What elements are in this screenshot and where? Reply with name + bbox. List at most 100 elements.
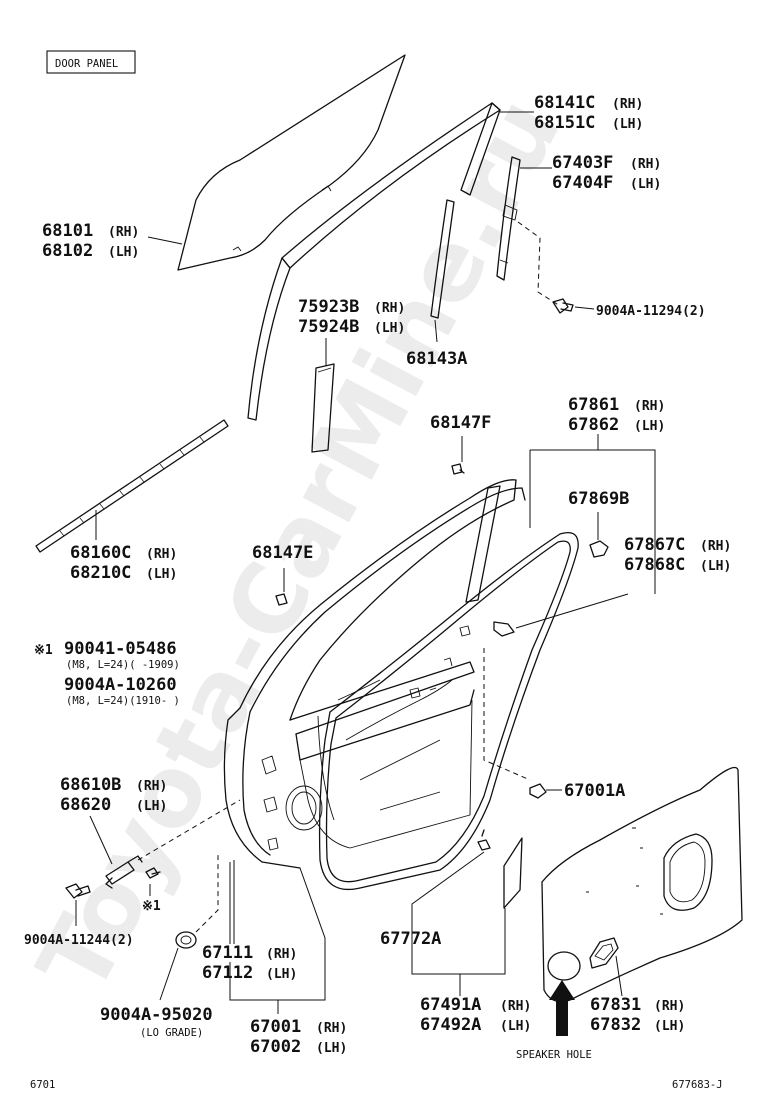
svg-text:9004A-95020: 9004A-95020 bbox=[100, 1005, 213, 1025]
svg-text:67001: 67001 bbox=[250, 1017, 301, 1037]
svg-text:(LH): (LH) bbox=[634, 419, 665, 434]
svg-text:68160C: 68160C bbox=[70, 543, 131, 563]
svg-text:※1: ※1 bbox=[34, 643, 53, 658]
pocket-67491a bbox=[503, 837, 523, 909]
svg-text:67002: 67002 bbox=[250, 1037, 301, 1057]
dash-67001a bbox=[483, 648, 531, 781]
svg-text:67861: 67861 bbox=[568, 395, 619, 415]
svg-text:68610B: 68610B bbox=[60, 775, 121, 795]
svg-text:(RH): (RH) bbox=[374, 301, 405, 316]
leader-9004a-11294 bbox=[574, 306, 595, 310]
label-67861: 67861 (RH) 67862 (LH) bbox=[568, 395, 665, 435]
label-67831: 67831 (RH) 67832 (LH) bbox=[590, 995, 685, 1035]
clip-67869b bbox=[589, 540, 609, 558]
svg-text:(RH): (RH) bbox=[108, 225, 139, 240]
garnish-75923b bbox=[311, 363, 335, 453]
svg-text:(RH): (RH) bbox=[654, 999, 685, 1014]
svg-text:67831: 67831 bbox=[590, 995, 641, 1015]
svg-text:(LH): (LH) bbox=[700, 559, 731, 574]
door-panel-header: DOOR PANEL bbox=[46, 50, 136, 74]
run-channel-frame bbox=[247, 102, 501, 421]
svg-text:9004A-10260: 9004A-10260 bbox=[64, 675, 177, 695]
label-75923b: 75923B (RH) 75924B (LH) bbox=[298, 297, 405, 337]
clip-68147e bbox=[275, 593, 288, 606]
leader-68143a bbox=[434, 319, 438, 343]
fastener-67001a bbox=[529, 783, 547, 799]
label-68610b: 68610B (RH) 68620 (LH) bbox=[60, 775, 167, 815]
svg-text:(RH): (RH) bbox=[316, 1021, 347, 1036]
svg-text:(M8, L=24)( -1909): (M8, L=24)( -1909) bbox=[66, 659, 180, 671]
leader-68610b bbox=[89, 815, 113, 865]
label-9004a-95020: 9004A-95020 (LO GRADE) bbox=[100, 1005, 213, 1039]
bracket-67001 bbox=[229, 862, 326, 1001]
label-67867c: 67867C (RH) 67868C (LH) bbox=[624, 535, 731, 575]
label-68160c: 68160C (RH) 68210C (LH) bbox=[70, 543, 177, 583]
label-67491a: 67491A (RH) 67492A (LH) bbox=[420, 995, 531, 1035]
svg-text:(RH): (RH) bbox=[266, 947, 297, 962]
leader-67831 bbox=[615, 955, 623, 997]
speaker-hole-arrow bbox=[549, 980, 575, 1036]
label-68147f: 68147F bbox=[430, 413, 491, 433]
header-label: DOOR PANEL bbox=[55, 58, 118, 70]
svg-text:(LH): (LH) bbox=[316, 1041, 347, 1056]
page-code: 6701 bbox=[30, 1079, 55, 1091]
svg-text:67832: 67832 bbox=[590, 1015, 641, 1035]
svg-text:(LH): (LH) bbox=[374, 321, 405, 336]
dash-plug bbox=[195, 855, 219, 933]
svg-text:68151C: 68151C bbox=[534, 113, 595, 133]
door-glass bbox=[177, 54, 406, 271]
door-trim-panel bbox=[541, 766, 743, 1003]
plug-9004a-95020 bbox=[175, 931, 197, 949]
belt-weatherstrip-68160c bbox=[35, 419, 229, 553]
svg-text:68620: 68620 bbox=[60, 795, 111, 815]
glass-channel-68143a bbox=[430, 199, 455, 319]
svg-text:(RH): (RH) bbox=[630, 157, 661, 172]
bracket-67491a bbox=[411, 851, 506, 975]
label-67111: 67111 (RH) 67112 (LH) bbox=[202, 943, 297, 983]
svg-text:(RH): (RH) bbox=[612, 97, 643, 112]
svg-text:68101: 68101 bbox=[42, 221, 93, 241]
svg-text:(RH): (RH) bbox=[136, 779, 167, 794]
svg-text:(LH): (LH) bbox=[136, 799, 167, 814]
leader-68101 bbox=[147, 236, 183, 245]
svg-text:67403F: 67403F bbox=[552, 153, 613, 173]
hinge-68610b bbox=[105, 855, 143, 889]
svg-text:67112: 67112 bbox=[202, 963, 253, 983]
svg-text:(LH): (LH) bbox=[266, 967, 297, 982]
leader-67867c bbox=[515, 593, 629, 629]
figure-code: 677683-J bbox=[672, 1079, 723, 1091]
label-67772a: 67772A bbox=[380, 929, 441, 949]
label-mark1: ※1 bbox=[142, 899, 161, 914]
leader-9004a-95020 bbox=[159, 947, 179, 1001]
svg-text:(LH): (LH) bbox=[654, 1019, 685, 1034]
label-68147e: 68147E bbox=[252, 543, 313, 563]
svg-text:68141C: 68141C bbox=[534, 93, 595, 113]
svg-text:(LH): (LH) bbox=[500, 1019, 531, 1034]
svg-text:(LH): (LH) bbox=[630, 177, 661, 192]
svg-text:67492A: 67492A bbox=[420, 1015, 481, 1035]
svg-text:67867C: 67867C bbox=[624, 535, 685, 555]
svg-text:67404F: 67404F bbox=[552, 173, 613, 193]
svg-text:(LH): (LH) bbox=[612, 117, 643, 132]
svg-text:(LO GRADE): (LO GRADE) bbox=[140, 1027, 203, 1039]
svg-text:67862: 67862 bbox=[568, 415, 619, 435]
svg-text:(RH): (RH) bbox=[700, 539, 731, 554]
svg-text:(M8, L=24)(1910- ): (M8, L=24)(1910- ) bbox=[66, 695, 180, 707]
label-68143a: 68143A bbox=[406, 349, 467, 369]
label-9004a-11294: 9004A-11294(2) bbox=[596, 304, 706, 319]
svg-text:67111: 67111 bbox=[202, 943, 253, 963]
svg-text:67868C: 67868C bbox=[624, 555, 685, 575]
label-67403f: 67403F (RH) 67404F (LH) bbox=[552, 153, 661, 193]
svg-text:75923B: 75923B bbox=[298, 297, 359, 317]
svg-text:68210C: 68210C bbox=[70, 563, 131, 583]
label-67001a: 67001A bbox=[564, 781, 625, 801]
speaker-hole-label: SPEAKER HOLE bbox=[516, 1049, 592, 1061]
svg-text:90041-05486: 90041-05486 bbox=[64, 639, 177, 659]
label-68141c: 68141C (RH) 68151C (LH) bbox=[534, 93, 643, 133]
label-67869b: 67869B bbox=[568, 489, 629, 509]
bolt-9004a-11294 bbox=[552, 298, 574, 314]
bolt-90041-05486 bbox=[145, 867, 161, 879]
svg-text:(RH): (RH) bbox=[634, 399, 665, 414]
